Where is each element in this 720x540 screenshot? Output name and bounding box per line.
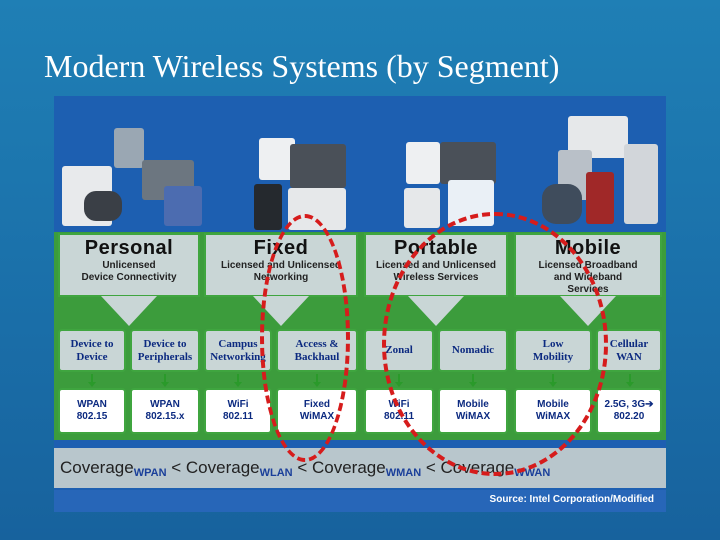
coverage-word-2: Coverage [185,458,260,477]
category-personal-title: Personal [84,237,174,259]
coverage-lt-3: < [421,458,441,477]
standard-l2: 802.11 [383,411,415,422]
highlight-oval-portable-mobile [382,212,608,476]
segment-l2: WAN [616,350,642,363]
coverage-sub-wman: WMAN [385,467,422,479]
segment-l1: Device to [70,337,114,350]
coverage-word-1: Coverage [60,458,134,477]
standard-l1: WiFi [227,399,249,410]
segment-diagram: Personal Unlicensed Device Connectivity … [54,96,666,512]
standard-802-20: 2.5G, 3G➔802.20 [596,388,662,434]
category-personal-sub2: Device Connectivity [81,272,177,283]
source-credit: Source: Intel Corporation/Modified [489,494,654,505]
standard-l1: WPAN [150,399,180,410]
standard-l2: 802.15.x [145,411,185,422]
standard-l1: 2.5G, 3G➔ [604,399,654,410]
segment-l2: Device [76,350,108,363]
slide-title: Modern Wireless Systems (by Segment) [44,48,560,84]
segment-l1: Device to [143,337,187,350]
coverage-word-3: Coverage [311,458,386,477]
category-mobile-sub1: Licensed Broadband [538,260,638,271]
standard-l2: 802.11 [222,411,254,422]
personal-arrow [101,296,157,326]
coverage-sub-wpan: WPAN [133,467,167,479]
standard-l1: WPAN [77,399,107,410]
category-personal: Personal Unlicensed Device Connectivity [58,233,200,297]
segment-l2: Networking [210,350,266,363]
highlight-oval-fixed-access [260,214,350,462]
category-personal-sub1: Unlicensed [102,260,156,271]
segment-l1: Campus [218,337,258,350]
segment-l1: Cellular [609,337,649,350]
coverage-lt-2: < [292,458,312,477]
segment-l2: Peripherals [137,350,193,363]
standard-l2: 802.20 [613,411,645,422]
source-bar: Source: Intel Corporation/Modified [54,490,666,512]
standard-l2: 802.15 [76,411,108,422]
coverage-lt-1: < [166,458,186,477]
coverage-sub-wlan: WLAN [259,467,293,479]
